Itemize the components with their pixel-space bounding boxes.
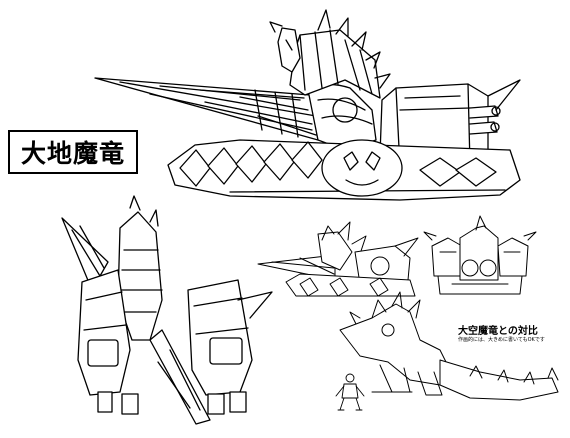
sheet-title: 大地魔竜 [8,130,138,174]
dragon-comparison-view [339,291,559,401]
comparison-title: 大空魔竜との対比 [458,326,538,337]
small-front-view [423,215,537,295]
comparison-note: 作画的には、大きめに書いてもOKです [458,337,545,343]
main-side-view [94,9,521,201]
top-three-quarter-view [61,195,273,425]
robot-scale-figure [335,373,365,411]
small-side-view [257,221,419,297]
